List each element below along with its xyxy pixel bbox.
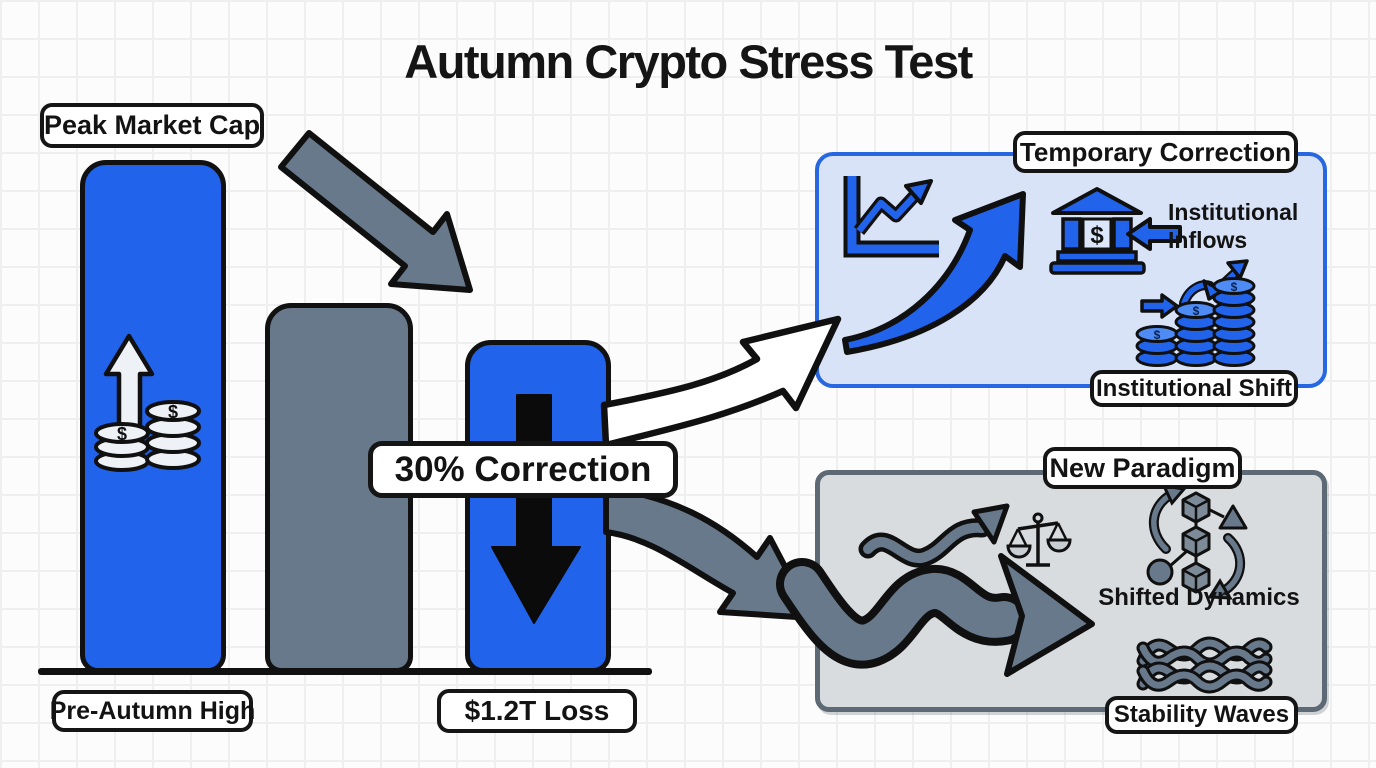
bar-peak-market-cap [80,160,226,673]
bar-post-correction [465,340,611,673]
loss-tag: $1.2T Loss [437,689,637,733]
institutional-inflows-text: Institutional Inflows [1168,199,1299,253]
temporary-correction-tag: Temporary Correction [1013,131,1298,173]
decline-branch-arrow [603,485,815,621]
chart-baseline [38,668,652,675]
correction-tag: 30% Correction [368,441,678,498]
temporary-correction-panel [815,152,1327,388]
recovery-curved-arrow [600,315,842,449]
institutional-shift-tag: Institutional Shift [1090,370,1298,407]
peak-market-cap-tag: Peak Market Cap [40,103,264,148]
diagram-title: Autumn Crypto Stress Test [404,35,973,88]
pre-autumn-high-tag: Pre-Autumn High [50,690,255,732]
decline-arrow-icon [278,130,473,293]
new-paradigm-tag: New Paradigm [1043,447,1242,489]
shifted-dynamics-text: Shifted Dynamics [1098,584,1300,611]
stability-waves-tag: Stability Waves [1105,696,1298,734]
